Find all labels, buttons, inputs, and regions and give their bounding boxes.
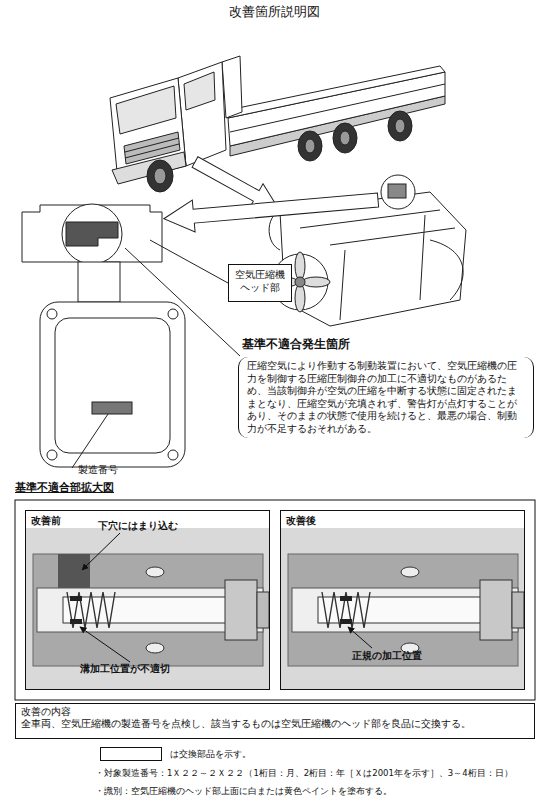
title: 改善箇所説明図	[0, 4, 549, 20]
fan-hub	[295, 277, 305, 287]
hub	[395, 119, 405, 133]
wheel	[298, 131, 322, 161]
callout-arrow	[82, 533, 120, 570]
wheel	[147, 160, 173, 192]
leader-line	[72, 414, 108, 468]
serial-plate	[92, 402, 132, 414]
wheel	[388, 111, 412, 141]
legend-swatch	[100, 747, 162, 761]
callout-text: 正規の加工位置	[352, 650, 422, 662]
node-body: 全車両、空気圧縮機の製造番号を点検し、該当するものは空気圧縮機のヘッド部を良品に…	[21, 718, 529, 730]
legend-text: は交換部品を示す。	[170, 748, 251, 761]
groove-wrong	[70, 596, 82, 601]
highlight-circle	[381, 175, 415, 209]
valve-after	[280, 528, 525, 690]
hub	[305, 139, 315, 153]
callout-arrow	[348, 627, 372, 648]
bed-deck	[228, 66, 445, 118]
node-heading: 空気圧縮機ヘッド部	[231, 268, 289, 294]
section-heading: 基準不適合部拡大図	[15, 481, 114, 495]
bolt-hole	[47, 309, 57, 319]
improvement-box: 改善の内容全車両、空気圧縮機の製造番号を点検し、該当するものは空気圧縮機のヘッド…	[15, 703, 535, 739]
headboard	[222, 56, 242, 118]
hollow-arrow	[162, 184, 379, 235]
highlight-circle	[62, 204, 122, 264]
note: ・識別：空気圧縮機のヘッド部上面に白または黄色ペイントを塗布する。	[95, 786, 547, 797]
fan-blade	[295, 252, 305, 280]
engine-line	[300, 210, 455, 320]
node-body: 圧縮空気により作動する制動装置において、空気圧縮機の圧力を制御する圧縮圧制御弁の…	[238, 357, 534, 438]
node-heading: 改善後	[281, 511, 524, 531]
wheel	[333, 123, 357, 153]
valve-section	[66, 222, 118, 246]
callout-text: 溝加工位置が不適切	[80, 663, 170, 675]
cab-side	[178, 62, 226, 166]
note: ・対象製造番号：1Ｘ２２～２Ｘ２２（1桁目：月、2桁目：年［Ｘは2001年を示す…	[95, 768, 547, 779]
node-heading: 基準不適合発生箇所	[242, 336, 534, 353]
groove-correct	[340, 596, 352, 601]
flange-inner	[55, 318, 170, 453]
bolt-hole	[47, 450, 57, 460]
groove-wrong	[70, 619, 82, 624]
part-name: 製造番号	[78, 464, 118, 477]
bed-line	[230, 84, 445, 132]
compressor-drawing	[22, 204, 185, 467]
side-window	[184, 72, 215, 110]
enlarged-frame	[15, 500, 535, 700]
part-label-box: 空気圧縮機ヘッド部	[228, 264, 292, 302]
grille-line	[125, 138, 179, 152]
leader-line	[125, 248, 240, 356]
valve-before	[25, 528, 270, 690]
bolt-hole	[168, 309, 178, 319]
callout-arrow	[80, 627, 130, 662]
groove-correct	[340, 619, 352, 624]
hub	[340, 131, 350, 145]
hub	[154, 168, 166, 184]
leader-line	[150, 240, 228, 283]
fan-blade	[295, 284, 305, 312]
compressor	[388, 184, 406, 198]
node-heading: 改善の内容	[21, 706, 529, 718]
pilot-hole	[58, 554, 90, 588]
compressor-neck	[78, 262, 120, 302]
nonconformity-callout: 基準不適合発生箇所圧縮空気により作動する制動装置において、空気圧縮機の圧力を制御…	[238, 336, 534, 476]
windshield	[116, 86, 176, 134]
bolt-hole	[168, 450, 178, 460]
pipe	[269, 212, 463, 300]
fan-blade	[302, 277, 330, 287]
compressor-flange	[40, 302, 185, 467]
truck	[110, 56, 445, 192]
after-panel: 改善後	[280, 510, 525, 690]
callout-text: 下穴にはまり込む	[98, 520, 178, 532]
